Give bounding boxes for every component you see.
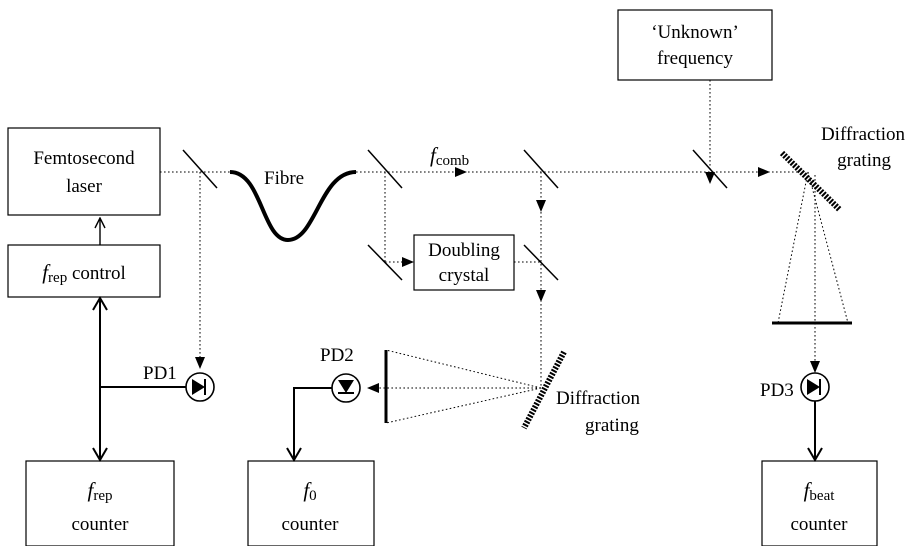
mirror-doubling-in [367, 244, 403, 281]
f0-counter-label-line2: counter [282, 514, 340, 535]
fan-lower-upper [385, 349, 542, 389]
frep-counter-label-line1: frep [88, 478, 113, 504]
fbeat-counter-label-line2: counter [791, 514, 849, 535]
pd1-label: PD1 [143, 363, 177, 384]
fbeat-counter-label-line1: fbeat [804, 478, 836, 504]
diffraction-grating-lower [521, 350, 567, 430]
femtosecond-laser-box: Femtosecond laser [7, 127, 161, 216]
frep-counter-box: frep counter [25, 460, 175, 546]
doubling-crystal-box: Doubling crystal [413, 234, 515, 291]
comb-arrow-2 [758, 167, 770, 177]
frep-control-label: frep control [42, 260, 126, 286]
doubling-label-line2: crystal [439, 265, 490, 286]
pd1-photodiode-icon [185, 372, 215, 402]
wire-pd2-to-f0 [293, 387, 332, 458]
diffraction-grating-upper [779, 150, 843, 213]
arrow-to-f0-counter [286, 447, 302, 462]
fbeat-counter-box: fbeat counter [761, 460, 878, 546]
splitter-doubling-out [523, 244, 559, 281]
frep-counter-label-line2: counter [72, 514, 130, 535]
fibre-label: Fibre [264, 168, 304, 189]
laser-label-line2: laser [66, 176, 103, 197]
splitter-2 [367, 149, 403, 189]
pd2-label: PD2 [320, 345, 354, 366]
fibre [229, 170, 357, 243]
arrow-to-fbeat-counter [807, 447, 823, 462]
grating-lower-label-line1: Diffraction [556, 388, 641, 409]
unknown-label-line1: ‘Unknown’ [651, 22, 739, 43]
fcomb-label: fcomb [430, 143, 469, 169]
beam-splitters [182, 149, 728, 281]
frep-control-box: frep control [7, 244, 161, 298]
pd2-photodiode-icon [331, 373, 361, 403]
down-arrow-2 [536, 290, 546, 302]
splitter-3 [523, 149, 559, 189]
arrow-to-frep-control [92, 296, 108, 311]
grating-upper-label-line1: Diffraction [821, 124, 906, 145]
grating-upper-label-line2: grating [837, 150, 891, 171]
splitter-unknown [692, 149, 728, 189]
splitter-1 [182, 149, 218, 189]
optical-beams [160, 80, 849, 424]
f0-counter-box: f0 counter [247, 460, 375, 546]
laser-label-line1: Femtosecond [33, 148, 135, 169]
comb-arrow-1 [455, 167, 467, 177]
grating-lower-label-line2: grating [585, 415, 639, 436]
electrical-wires [92, 218, 823, 462]
unknown-label-line2: frequency [657, 48, 733, 69]
doubling-label-line1: Doubling [428, 240, 500, 261]
arrow-to-frep-counter [92, 447, 108, 462]
pd3-label: PD3 [760, 380, 794, 401]
pd3-photodiode-icon [800, 372, 830, 402]
down-arrow-1 [536, 200, 546, 212]
fan-lower-lower [385, 387, 542, 424]
fan-upper-left [777, 171, 809, 324]
unknown-frequency-box: ‘Unknown’ frequency [617, 9, 773, 81]
f0-counter-label-line1: f0 [303, 478, 316, 504]
